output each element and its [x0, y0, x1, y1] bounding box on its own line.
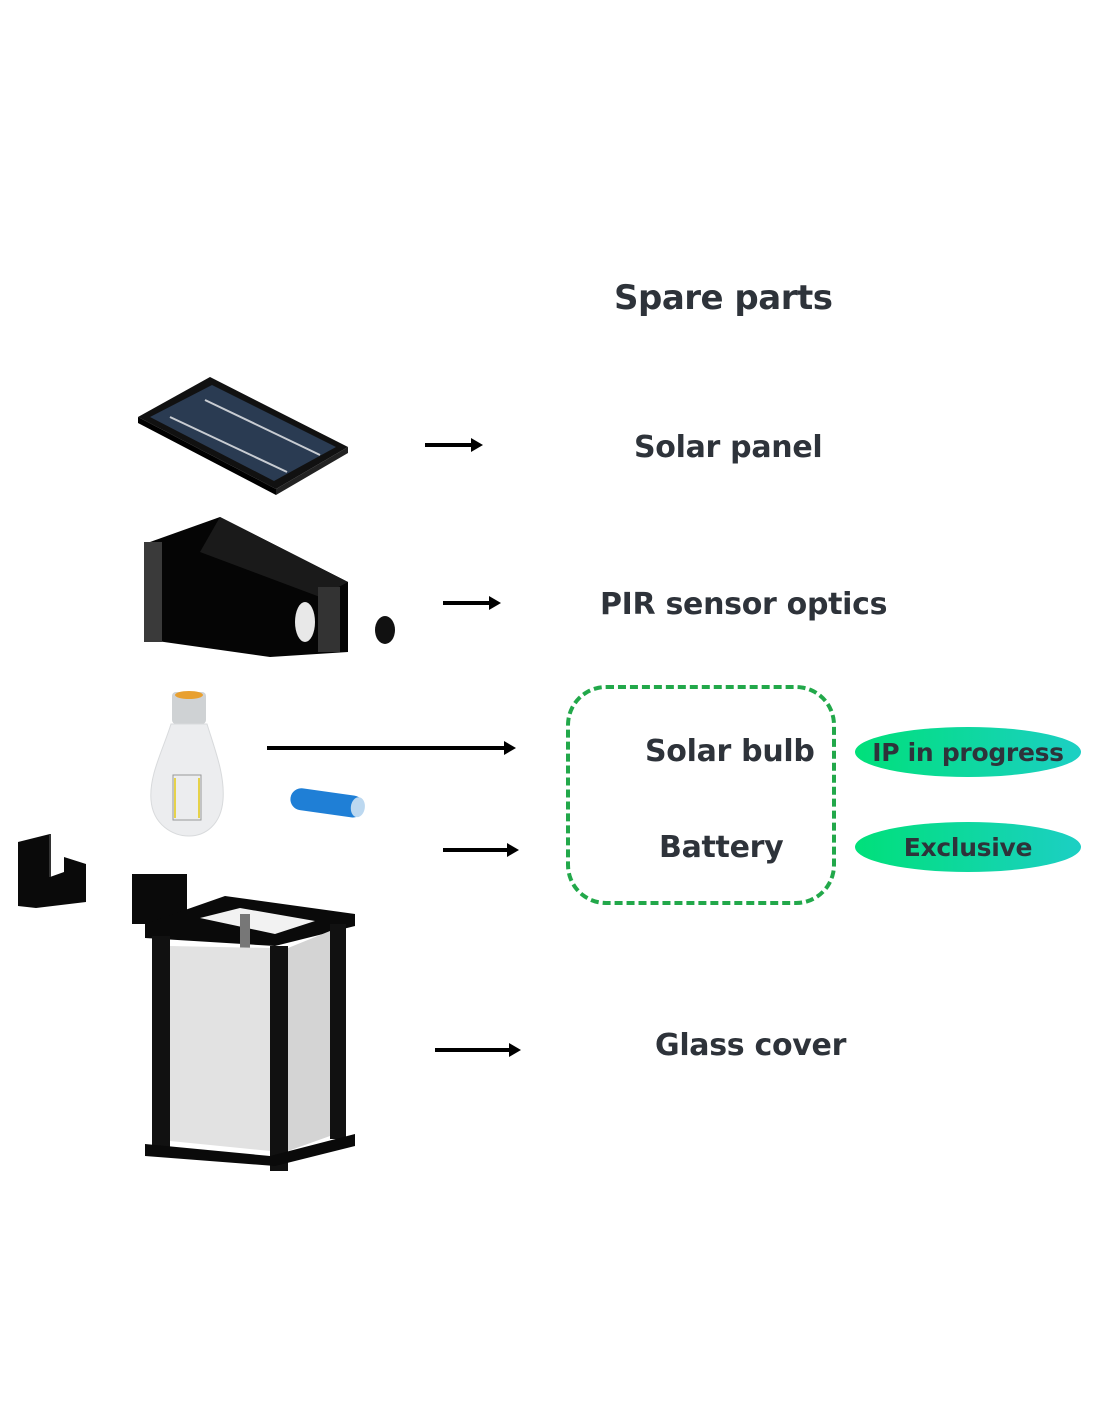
part-label-battery: Battery: [659, 830, 784, 865]
part-label-glass-cover: Glass cover: [655, 1028, 847, 1063]
battery-image: [290, 788, 365, 818]
proprietary-group-box: [566, 685, 836, 905]
pir-sensor-housing-image: [144, 517, 395, 657]
arrow-solar-panel: [425, 438, 483, 452]
arrow-glass-cover: [435, 1043, 521, 1057]
arrow-pir-sensor: [443, 596, 501, 610]
part-label-solar-bulb: Solar bulb: [645, 734, 815, 769]
wall-bracket-image: [18, 834, 86, 908]
badge-exclusive: Exclusive: [855, 822, 1081, 872]
badge-ip-in-progress: IP in progress: [855, 727, 1081, 777]
arrow-battery: [443, 843, 519, 857]
part-label-solar-panel: Solar panel: [634, 430, 823, 465]
glass-cover-image: [132, 874, 355, 1171]
page-title: Spare parts: [614, 278, 833, 318]
solar-panel-image: [138, 377, 348, 495]
solar-bulb-image: [150, 691, 224, 837]
part-label-pir-sensor-optics: PIR sensor optics: [600, 587, 888, 622]
arrow-solar-bulb: [267, 741, 516, 755]
